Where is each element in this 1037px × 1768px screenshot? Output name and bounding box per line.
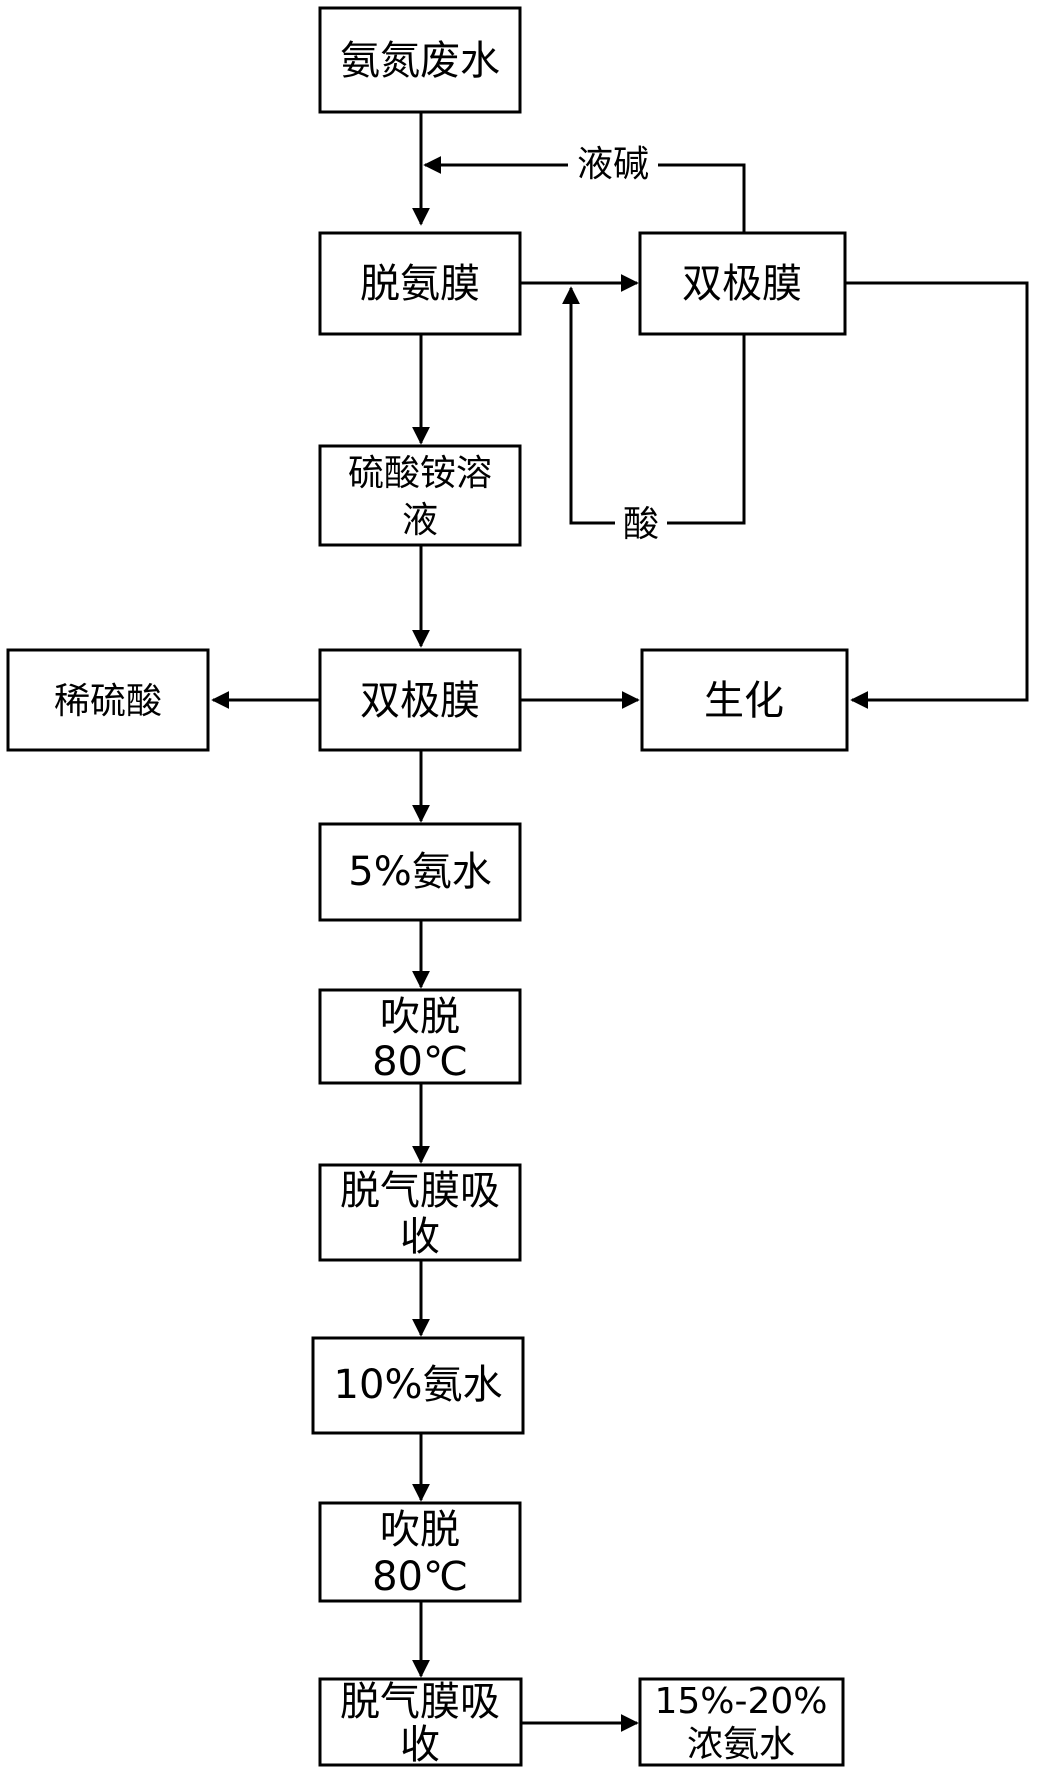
edge-label-liquid-alkali: 液碱 (577, 144, 649, 185)
edge-label-bg (615, 500, 667, 548)
node-bipolar-membrane-top-label: 双极膜 (682, 261, 802, 307)
edge-liquid-alkali-return (423, 156, 746, 233)
node-ammonia-10pct-label: 10%氨水 (334, 1362, 503, 1408)
node-concentrated-ammonia-line2: 浓氨水 (687, 1724, 795, 1765)
node-biochemical-label: 生化 (704, 678, 784, 724)
node-concentrated-ammonia-line1: 15%-20% (654, 1681, 827, 1722)
node-deammonia-membrane-label: 脱氨膜 (360, 261, 480, 307)
edges (211, 112, 1029, 1732)
node-bipolar-membrane-mid-label: 双极膜 (360, 678, 480, 724)
node-stripping-1: 吹脱 80℃ (318, 988, 522, 1085)
node-ammonia-wastewater: 氨氮废水 (318, 6, 522, 114)
node-stripping-2: 吹脱 80℃ (318, 1501, 522, 1603)
node-ammonium-sulfate: 硫酸铵溶 液 (318, 444, 522, 547)
edge-bipolar-top-to-biochemical (845, 281, 1029, 709)
node-deammonia-membrane: 脱氨膜 (318, 231, 522, 336)
node-degas-absorb-2: 脱气膜吸 收 (318, 1677, 523, 1768)
node-degas-absorb-1-line1: 脱气膜吸 (340, 1168, 500, 1214)
node-degas-absorb-2-line2: 收 (400, 1722, 440, 1768)
edge-labels: 液碱 酸 (568, 140, 667, 548)
node-stripping-2-line2: 80℃ (372, 1554, 468, 1600)
node-ammonia-wastewater-label: 氨氮废水 (340, 38, 500, 84)
node-concentrated-ammonia: 15%-20% 浓氨水 (638, 1677, 845, 1767)
node-bipolar-membrane-top: 双极膜 (638, 231, 847, 336)
node-ammonia-5pct-label: 5%氨水 (348, 849, 491, 895)
node-dilute-sulfuric-acid: 稀硫酸 (6, 648, 210, 752)
node-degas-absorb-1-line2: 收 (400, 1214, 440, 1260)
node-ammonium-sulfate-line2: 液 (402, 500, 438, 541)
node-dilute-sulfuric-acid-label: 稀硫酸 (54, 681, 162, 722)
node-bipolar-membrane-mid: 双极膜 (318, 648, 522, 752)
node-stripping-2-line1: 吹脱 (380, 1507, 460, 1553)
node-stripping-1-line2: 80℃ (372, 1039, 468, 1085)
node-degas-absorb-2-line1: 脱气膜吸 (340, 1679, 500, 1725)
node-ammonium-sulfate-line1: 硫酸铵溶 (348, 453, 492, 494)
edge-label-acid: 酸 (623, 504, 659, 545)
node-ammonia-10pct: 10%氨水 (311, 1336, 525, 1435)
nodes: 氨氮废水 脱氨膜 双极膜 硫酸铵溶 液 稀硫酸 双极膜 (6, 6, 849, 1768)
node-stripping-1-line1: 吹脱 (380, 994, 460, 1040)
edge-label-bg (568, 140, 658, 188)
node-biochemical: 生化 (640, 648, 849, 752)
node-degas-absorb-1: 脱气膜吸 收 (318, 1163, 522, 1262)
node-ammonia-5pct: 5%氨水 (318, 822, 522, 922)
